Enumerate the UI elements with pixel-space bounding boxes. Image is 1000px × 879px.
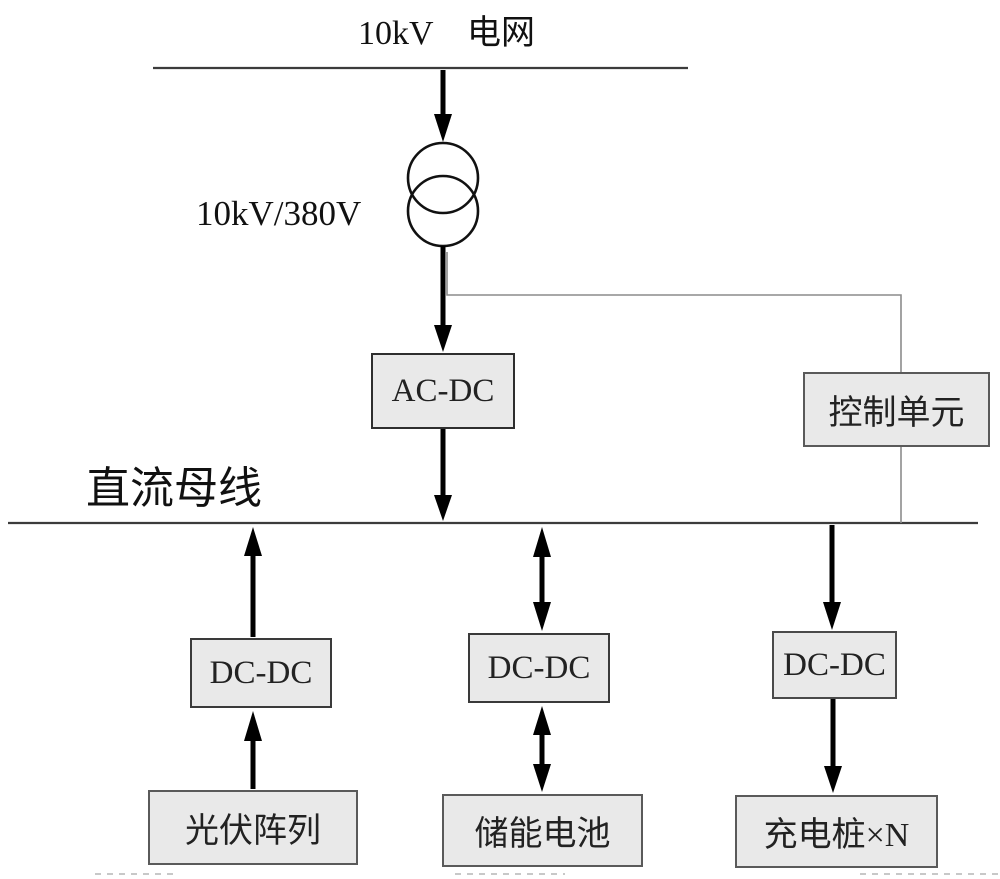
arrow-bus-battery-dcdc-bidirectional bbox=[533, 527, 551, 631]
storage-battery-label: 储能电池 bbox=[474, 816, 611, 853]
acdc-converter-label: AC-DC bbox=[391, 372, 495, 409]
dcdc-converter-charger-label: DC-DC bbox=[783, 646, 886, 683]
dcdc-converter-pv-box: DC-DC bbox=[190, 638, 332, 708]
transformer-ratio-label: 10kV/380V bbox=[196, 194, 362, 233]
dcdc-converter-battery-box: DC-DC bbox=[468, 633, 610, 703]
arrow-transformer-to-acdc bbox=[434, 246, 452, 352]
arrow-pvarray-to-dcdc bbox=[244, 711, 262, 789]
charging-pile-box: 充电桩×N bbox=[735, 795, 938, 868]
dcdc-converter-charger-box: DC-DC bbox=[772, 631, 897, 699]
arrow-grid-to-transformer bbox=[434, 70, 452, 142]
arrow-dcdc-to-chargingpile bbox=[824, 699, 842, 793]
arrow-bus-to-chargerdcdc bbox=[823, 525, 841, 630]
storage-battery-box: 储能电池 bbox=[442, 794, 643, 867]
arrow-pvdcdc-to-bus bbox=[244, 527, 262, 637]
transformer-icon bbox=[406, 141, 480, 248]
arrow-acdc-to-bus bbox=[434, 429, 452, 521]
control-unit-box: 控制单元 bbox=[803, 372, 990, 447]
pv-array-label: 光伏阵列 bbox=[185, 813, 321, 850]
dcdc-converter-pv-label: DC-DC bbox=[209, 654, 313, 691]
grid-voltage-label: 10kV 电网 bbox=[358, 15, 535, 52]
control-unit-label: 控制单元 bbox=[828, 395, 965, 432]
acdc-converter-box: AC-DC bbox=[371, 353, 515, 429]
charging-pile-label: 充电桩×N bbox=[763, 817, 910, 854]
dc-bus-label: 直流母线 bbox=[86, 464, 262, 513]
dcdc-converter-battery-label: DC-DC bbox=[487, 649, 591, 686]
control-branch-line bbox=[446, 252, 902, 372]
pv-array-box: 光伏阵列 bbox=[148, 790, 358, 865]
arrow-dcdc-battery-bidirectional bbox=[533, 706, 551, 792]
